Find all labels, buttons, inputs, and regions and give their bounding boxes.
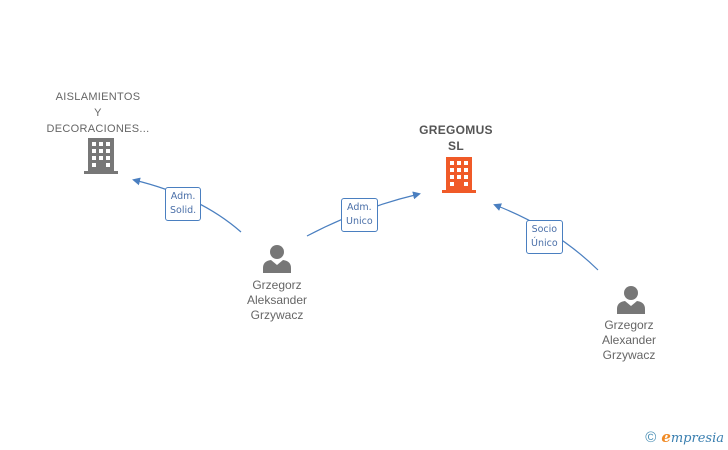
brand-logo-initial: e <box>661 428 671 446</box>
person-alexander-label[interactable]: Grzegorz Alexander Grzywacz <box>574 318 684 363</box>
company-aislamientos-line-2: Y <box>94 107 102 119</box>
person-icon[interactable] <box>262 243 292 273</box>
building-icon[interactable] <box>442 157 476 193</box>
empresia-watermark: © empresia <box>645 428 724 446</box>
company-aislamientos-line-1: AISLAMIENTOS <box>55 91 141 103</box>
person-alexander-line-1: Grzegorz <box>604 318 654 332</box>
person-alexander-line-2: Alexander <box>601 333 657 347</box>
edge-label-line-1: Socio <box>531 224 558 235</box>
brand-logo: empresia <box>661 428 724 446</box>
person-aleksander-label[interactable]: Grzegorz Aleksander Grzywacz <box>222 278 332 323</box>
copyright-icon: © <box>645 428 657 446</box>
edge-label-line-1: Adm. <box>170 191 196 202</box>
edge-label-line-2: Solid. <box>170 205 197 216</box>
company-aislamientos-line-3: DECORACIONES... <box>46 123 150 135</box>
person-icon[interactable] <box>616 284 646 314</box>
edge-label-adm-unico[interactable]: Adm. Unico <box>341 198 378 232</box>
brand-logo-rest: mpresia <box>670 431 724 446</box>
edge-label-adm-solid[interactable]: Adm. Solid. <box>165 187 202 221</box>
edge-label-line-2: Unico <box>346 216 373 227</box>
person-aleksander-line-1: Grzegorz <box>252 278 302 292</box>
edge-label-socio-unico[interactable]: Socio Único <box>526 220 563 254</box>
company-gregomus-label[interactable]: GREGOMUS SL <box>398 122 514 154</box>
person-aleksander-line-3: Grzywacz <box>250 308 304 322</box>
building-icon[interactable] <box>84 138 118 174</box>
company-aislamientos-label[interactable]: AISLAMIENTOS Y DECORACIONES... <box>38 89 158 137</box>
edge-label-line-2: Único <box>531 238 558 249</box>
person-alexander-line-3: Grzywacz <box>602 348 656 362</box>
edge-label-line-1: Adm. <box>347 202 372 213</box>
company-gregomus-line-2: SL <box>448 139 464 153</box>
person-aleksander-line-2: Aleksander <box>246 293 308 307</box>
company-gregomus-line-1: GREGOMUS <box>419 123 493 137</box>
